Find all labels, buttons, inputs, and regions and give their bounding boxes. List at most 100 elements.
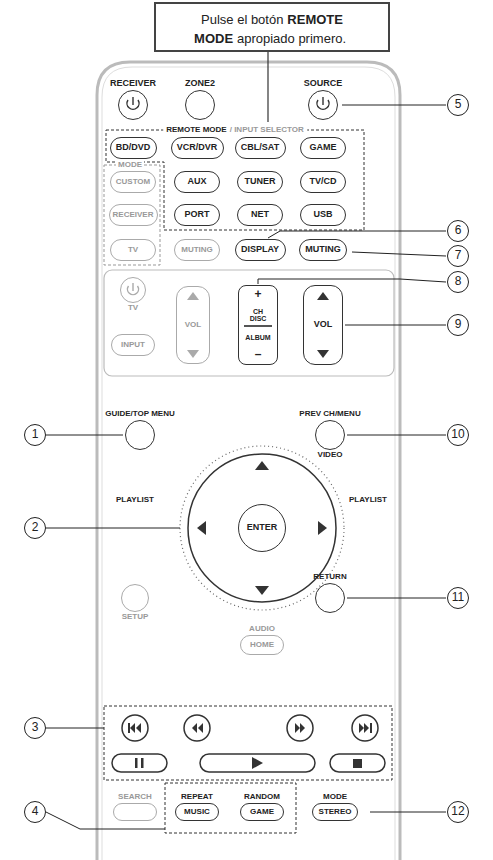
button-face: VOL [177,287,209,363]
remote-button: RETURN [315,583,345,613]
button-face: DISPLAY [236,240,285,260]
button-label: ENTER [247,523,278,533]
button-face [309,91,337,119]
button-face: BD/DVD [111,138,156,158]
button-label: INPUT [121,341,145,350]
callout-number: 7 [447,245,469,267]
remote-button: VCR/DVR [171,137,224,159]
button-label: VOL [314,320,333,330]
button-label: RANDOM [244,793,280,802]
remote-button: TUNER [237,171,283,193]
button-face: CBL/SAT [236,138,285,158]
remote-button: TV [120,277,146,303]
callout-box: Pulse el botónREMOTE MODEapropiado prime… [154,2,390,52]
button-label: GUIDE/TOP MENU [105,410,175,419]
remote-button: PORT [174,204,220,226]
button-label: MUSIC [184,808,210,817]
button-label: RECEIVER [113,211,154,220]
button-face: VOL [304,286,342,364]
callout-text: apropiado primero. [237,31,346,46]
button-label: VOL [185,321,201,330]
button-label: MODE [323,793,347,802]
button-face: AUX [175,172,219,192]
callout-number: 6 [447,220,469,242]
button-label: AUX [187,177,206,187]
button-face: USB [301,205,345,225]
remote-button: RECEIVER [118,90,148,120]
group-label: / INPUT SELECTOR [230,126,304,135]
button-label: TV/CD [310,177,337,187]
button-label: GAME [310,143,337,153]
remote-button: NET [237,204,283,226]
remote-button: VOL [303,285,343,365]
selector-heading: REMOTE MODE / INPUT SELECTOR [163,126,307,135]
button-label: SETUP [122,613,149,622]
button-face: MUSIC [176,804,218,820]
callout-number: 2 [24,517,46,539]
remote-button: MUTING [174,239,220,261]
remote-button: PREV CH/MENUVIDEO [315,420,345,450]
button-face [114,804,156,820]
remote-button: VOL [176,286,210,364]
button-face: MUTING [175,240,219,260]
button-label: PREV CH/MENU [299,410,360,419]
button-face: TUNER [238,172,282,192]
key-label: MODE [116,161,144,170]
remote-button: USB [300,204,346,226]
button-label: AUDIO [249,625,275,634]
button-label: TUNER [245,177,276,187]
remote-button: ENTER [238,504,286,552]
remote-button: CBL/SAT [235,137,286,159]
button-label: PORT [184,210,209,220]
button-face: PORT [175,205,219,225]
key-label: PLAYLIST [349,496,387,505]
button-face: TV/CD [301,172,345,192]
remote-button: GAMERANDOM [240,803,284,821]
button-label: CUSTOM [116,178,151,187]
remote-button: +CH DISCALBUM– [238,285,278,365]
button-label: VIDEO [318,451,343,460]
remote-button: GAME [300,137,346,159]
button-label: REPEAT [181,793,213,802]
button-label: RETURN [313,573,346,582]
button-face [122,585,148,611]
button-face [186,91,214,119]
remote-button: ZONE2 [185,90,215,120]
callout-number: 9 [447,314,469,336]
remote-button: INPUT [111,334,155,356]
button-face: CUSTOM [111,172,155,192]
button-label: CBL/SAT [241,143,279,153]
button-face: ENTER [239,505,285,551]
button-face: INPUT [112,335,154,355]
remote-button: CUSTOM [110,171,156,193]
button-label: STEREO [319,808,352,817]
remote-button: SEARCH [113,803,157,821]
button-face [316,421,344,449]
callout-number: 11 [447,587,469,609]
button-label: USB [313,210,332,220]
button-label: TV [128,304,138,313]
button-label: BD/DVD [116,143,151,153]
button-face: RECEIVER [110,205,157,225]
button-face: +CH DISCALBUM– [239,286,277,364]
remote-button: AUX [174,171,220,193]
callout-number: 3 [24,717,46,739]
remote-button: HOMEAUDIO [240,635,284,655]
button-label: TV [128,246,138,255]
group-label: REMOTE MODE [166,126,226,135]
remote-button: SETUP [121,584,149,612]
button-label: HOME [250,641,274,650]
button-face: VCR/DVR [172,138,223,158]
button-label: + [254,288,261,301]
button-label: DISPLAY [241,245,279,255]
button-label: CH DISC [244,308,272,327]
remote-button: RECEIVER [109,204,158,226]
callout-number: 12 [447,801,469,823]
callout-number: 5 [447,94,469,116]
remote-button: MUTING [299,239,347,261]
button-face: NET [238,205,282,225]
button-face: TV [111,240,155,260]
button-face [126,421,154,449]
remote-button: TV/CD [300,171,346,193]
callout-number: 10 [447,424,469,446]
